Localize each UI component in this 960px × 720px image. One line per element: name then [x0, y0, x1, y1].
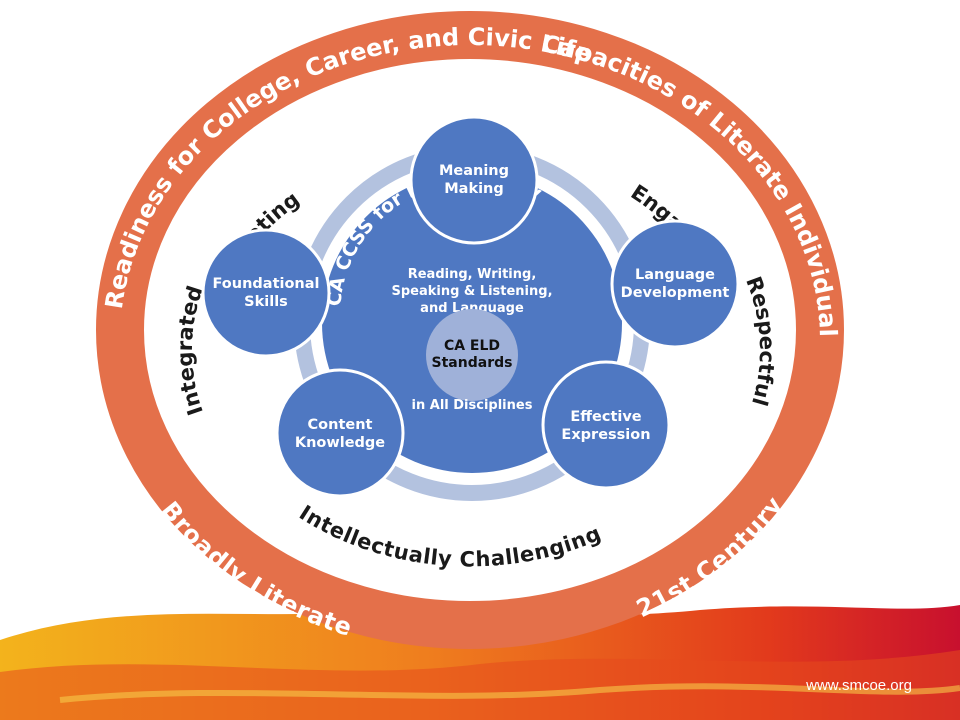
center-line-1: Reading, Writing, [408, 267, 537, 282]
theme-foundational-skills-line-2: Skills [244, 294, 288, 310]
theme-foundational-skills-line-1: Foundational [212, 276, 319, 292]
footer-url[interactable]: www.smcoe.org [806, 677, 912, 694]
theme-language-development: Language Development [610, 219, 740, 349]
theme-content-knowledge-line-1: Content [308, 417, 373, 433]
theme-meaning-making-line-1: Meaning [439, 163, 509, 179]
center-line-3: and Language [420, 301, 524, 316]
theme-language-development-line-1: Language [635, 267, 715, 283]
eld-circle [426, 309, 518, 401]
theme-meaning-making-line-2: Making [444, 181, 504, 197]
center-bottom-text: in All Disciplines [412, 398, 533, 413]
intellectually-challenging-label: Intellectually Challenging [295, 501, 604, 572]
theme-effective-expression: Effective Expression [541, 360, 671, 490]
theme-effective-expression-line-1: Effective [570, 409, 641, 425]
respectful-label: Respectful [741, 273, 779, 408]
outer-ring [96, 11, 844, 649]
eld-line-1: CA ELD [444, 338, 500, 354]
theme-language-development-line-2: Development [621, 285, 730, 301]
theme-content-knowledge: Content Knowledge [275, 368, 405, 498]
center-line-2: Speaking & Listening, [391, 284, 552, 299]
eld-line-2: Standards [432, 355, 513, 371]
footer-paint-band [0, 605, 960, 720]
theme-effective-expression-line-2: Expression [561, 427, 650, 443]
theme-meaning-making: Meaning Making [409, 115, 539, 245]
theme-foundational-skills: Foundational Skills [201, 228, 331, 358]
theme-content-knowledge-line-2: Knowledge [295, 435, 385, 451]
